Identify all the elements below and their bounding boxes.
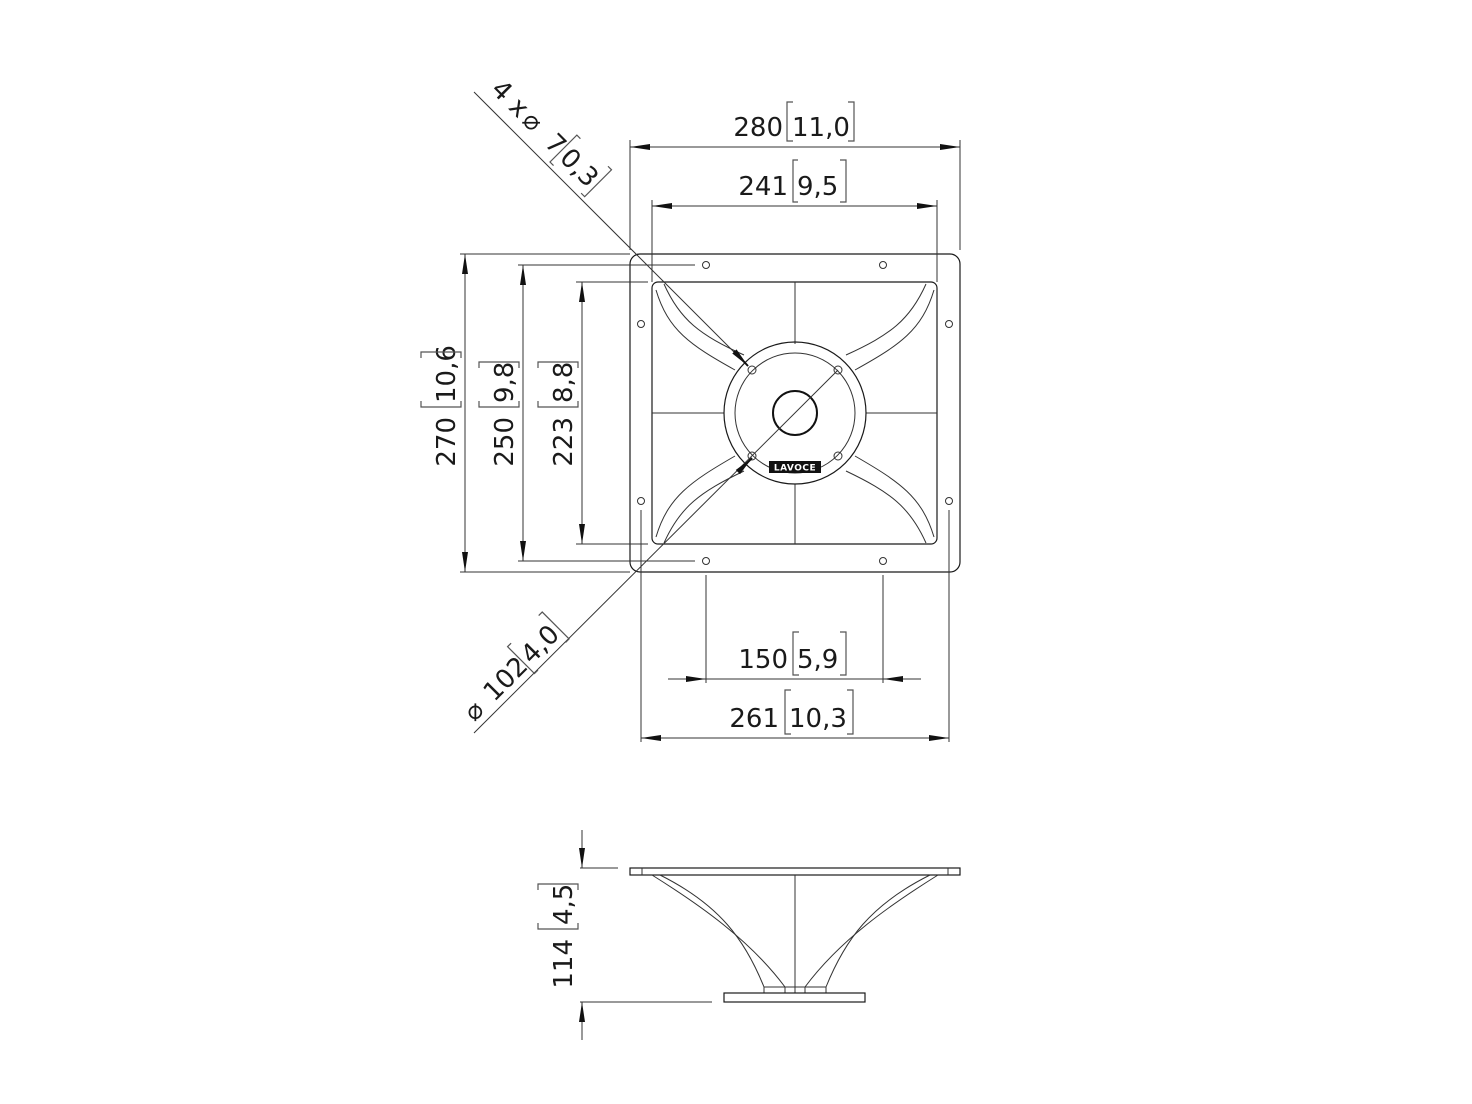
- svg-text:150: 150: [738, 645, 788, 675]
- svg-text:10,3: 10,3: [789, 704, 847, 734]
- svg-text:11,0: 11,0: [792, 113, 850, 143]
- side-bottom-flange: [723, 992, 866, 1003]
- logo-plate: [769, 461, 821, 473]
- dim-inner-height: 223 8,8: [537, 361, 579, 467]
- svg-text:223: 223: [549, 417, 579, 467]
- flange-holes: [637, 261, 953, 565]
- svg-text:10,6: 10,6: [432, 345, 462, 403]
- throat-opening: [772, 390, 818, 436]
- outer-flange: [629, 253, 961, 573]
- svg-text:⌀: ⌀: [458, 695, 490, 727]
- svg-text:270: 270: [432, 417, 462, 467]
- dim-depth: 114 4,5: [537, 883, 579, 989]
- svg-text:261: 261: [729, 704, 779, 734]
- svg-text:9,5: 9,5: [797, 172, 838, 202]
- side-top-flange: [629, 867, 961, 876]
- dim-overall-height: 270 10,6: [420, 345, 462, 467]
- svg-text:8,8: 8,8: [549, 362, 579, 403]
- dim-hole-spacing-outer: 261 10,3: [729, 689, 854, 735]
- svg-text:9,8: 9,8: [490, 362, 520, 403]
- svg-text:114: 114: [549, 939, 579, 989]
- brand-logo: LAVOCE: [774, 464, 816, 474]
- svg-text:4,5: 4,5: [549, 884, 579, 925]
- dim-hole-spacing-horizontal: 150 5,9: [738, 631, 847, 676]
- top-view: LAVOCE: [629, 253, 961, 573]
- side-view: [579, 830, 961, 1040]
- throat-flange-outer: [723, 341, 867, 485]
- svg-text:5,9: 5,9: [797, 645, 838, 675]
- dim-hole-spacing-vertical: 250 9,8: [478, 361, 520, 467]
- dim-mounting-holes: 4 x ⌀ 7 0,3: [485, 74, 613, 198]
- svg-text:241: 241: [738, 172, 788, 202]
- dim-overall-width: 280 11,0: [733, 101, 855, 143]
- svg-text:250: 250: [490, 417, 520, 467]
- dim-inner-width: 241 9,5: [738, 159, 847, 203]
- dim-bolt-circle: ⌀ 102 4,0: [458, 611, 570, 727]
- svg-text:280: 280: [733, 113, 783, 143]
